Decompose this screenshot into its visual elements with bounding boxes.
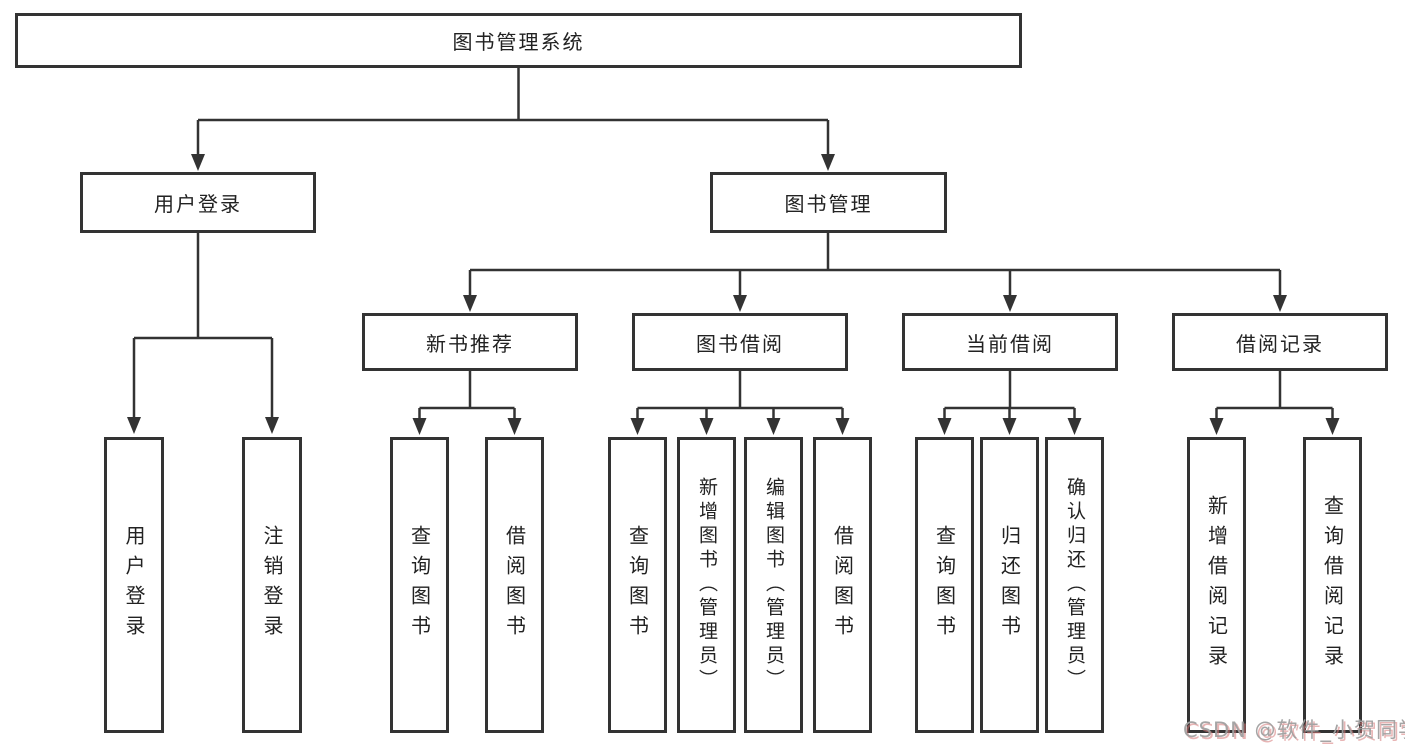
leaf-label: 编辑图书（管理员） xyxy=(763,477,785,693)
node-borrowing-records: 借阅记录 xyxy=(1172,313,1388,371)
leaf-label: 查询图书 xyxy=(625,525,650,645)
node-user-login: 用户登录 xyxy=(80,172,316,233)
leaf-label: 注销登录 xyxy=(260,525,284,645)
leaf-confirm-return-admin: 确认归还（管理员） xyxy=(1045,437,1104,733)
leaf-query-books-current: 查询图书 xyxy=(915,437,974,733)
leaf-add-borrow-record: 新增借阅记录 xyxy=(1187,437,1246,733)
connector-paths xyxy=(132,68,1334,420)
leaf-label: 新增图书（管理员） xyxy=(696,477,718,693)
leaf-label: 借阅图书 xyxy=(830,525,855,645)
leaf-query-books-borrow: 查询图书 xyxy=(608,437,667,733)
leaf-user-login: 用户登录 xyxy=(104,437,164,733)
leaf-borrow-books-recommend: 借阅图书 xyxy=(485,437,544,733)
leaf-label: 归还图书 xyxy=(997,525,1022,645)
node-root-system: 图书管理系统 xyxy=(15,13,1022,68)
leaf-label: 用户登录 xyxy=(122,525,146,645)
leaf-label: 借阅图书 xyxy=(502,525,527,645)
leaf-label: 查询图书 xyxy=(932,525,957,645)
leaf-add-books-admin: 新增图书（管理员） xyxy=(677,437,736,733)
leaf-query-borrow-record: 查询借阅记录 xyxy=(1303,437,1362,733)
leaf-label: 查询借阅记录 xyxy=(1320,495,1345,675)
leaf-logout: 注销登录 xyxy=(242,437,302,733)
node-book-management: 图书管理 xyxy=(710,172,947,233)
node-new-book-recommendation: 新书推荐 xyxy=(362,313,578,371)
leaf-label: 确认归还（管理员） xyxy=(1064,477,1086,693)
leaf-label: 查询图书 xyxy=(407,525,432,645)
leaf-label: 新增借阅记录 xyxy=(1204,495,1229,675)
leaf-edit-books-admin: 编辑图书（管理员） xyxy=(744,437,803,733)
arrowheads xyxy=(127,154,1340,435)
node-current-borrowing: 当前借阅 xyxy=(902,313,1118,371)
node-book-borrowing: 图书借阅 xyxy=(632,313,848,371)
csdn-watermark: CSDN @软件_小贺同学 xyxy=(1183,718,1405,742)
leaf-return-books: 归还图书 xyxy=(980,437,1039,733)
leaf-borrow-books: 借阅图书 xyxy=(813,437,872,733)
leaf-query-books-recommend: 查询图书 xyxy=(390,437,449,733)
